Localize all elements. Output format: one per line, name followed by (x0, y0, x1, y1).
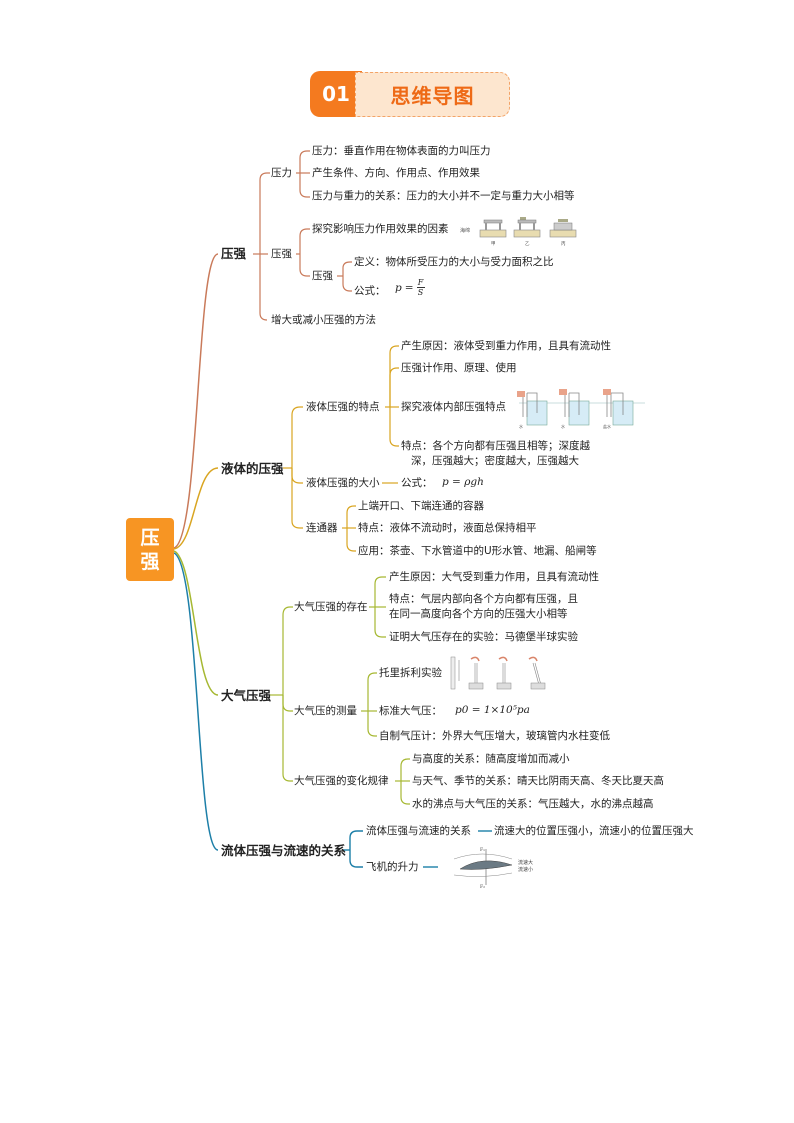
leaf-atmospheric-feature-line1: 特点：气层内部向各个方向都有压强，且 (389, 593, 578, 605)
node-airplane-lift: 飞机的升力 (366, 861, 419, 873)
force-f2-label: F₂ (480, 884, 485, 889)
node-atmospheric-change-rules: 大气压强的变化规律 (294, 775, 389, 787)
section-number-badge: 01 (310, 71, 362, 117)
node-fluid-pressure-speed-relation: 流体压强与流速的关系 (366, 825, 471, 837)
node-liquid-pressure-size: 液体压强的大小 (306, 477, 380, 489)
leaf-force-definition: 压力：垂直作用在物体表面的力叫压力 (312, 145, 491, 157)
formula-equals: = (404, 281, 414, 294)
pic-label-salt-water: 盐水 (603, 423, 611, 429)
standard-atmosphere-formula: p0 = 1×10⁵pa (455, 704, 530, 716)
leaf-force-conditions: 产生条件、方向、作用点、作用效果 (312, 167, 480, 179)
leaf-explore-liquid-pressure: 探究液体内部压强特点 (401, 401, 506, 413)
branch-fluid-pressure-speed: 流体压强与流速的关系 (221, 843, 347, 858)
node-pressure-inner: 压强 (312, 270, 333, 282)
leaf-connector-feature: 特点：液体不流动时，液面总保持相平 (358, 522, 537, 534)
airplane-wing-image: F₁ F₂ 流速大 流速小 (453, 847, 533, 889)
leaf-liquid-formula-label: 公式： (401, 477, 433, 489)
root-node: 压 强 (126, 518, 174, 581)
force-f1-label: F₁ (480, 847, 485, 853)
leaf-magdeburg-experiment: 证明大气压存在的实验：马德堡半球实验 (389, 631, 578, 643)
fraction-bar (416, 287, 425, 288)
branch-liquid-pressure: 液体的压强 (221, 461, 284, 476)
leaf-weather-season-relation: 与天气、季节的关系：晴天比阴雨天高、冬天比夏天高 (412, 775, 664, 787)
leaf-pressure-formula-label: 公式： (354, 285, 386, 297)
pressure-formula: p = F S (395, 278, 425, 297)
node-atmospheric-existence: 大气压强的存在 (294, 601, 368, 613)
branch-pressure: 压强 (221, 246, 247, 261)
leaf-atmospheric-feature-line2: 在同一高度向各个方向的压强大小相等 (389, 608, 568, 620)
leaf-connector-definition: 上端开口、下端连通的容器 (358, 500, 484, 512)
formula-numerator: F (417, 278, 424, 287)
root-label-line1: 压 (140, 526, 160, 549)
pic-label-water-1: 水 (519, 423, 523, 429)
label-yi: 乙 (525, 240, 530, 247)
leaf-boiling-point-relation: 水的沸点与大气压的关系：气压越大，水的沸点越高 (412, 798, 654, 810)
sponge-label: 海绵 (460, 227, 470, 234)
manometer-experiment-image: 水 水 盐水 (517, 389, 645, 429)
liquid-formula: p = ρgh (442, 476, 484, 488)
label-jia: 甲 (491, 241, 496, 247)
node-pressure-force: 压力 (271, 167, 292, 179)
torricelli-experiment-image (450, 656, 546, 690)
leaf-homemade-barometer: 自制气压计：外界大气压增大，玻璃管内水柱变低 (379, 730, 610, 742)
pic-label-water-2: 水 (561, 423, 565, 429)
leaf-torricelli-experiment: 托里拆利实验 (379, 667, 442, 679)
formula-fraction: F S (416, 278, 425, 297)
leaf-explore-pressure-effect: 探究影响压力作用效果的因素 (312, 223, 449, 235)
label-bing: 丙 (561, 241, 566, 247)
fast-flow-label: 流速大 (518, 859, 533, 866)
node-liquid-pressure-features: 液体压强的特点 (306, 401, 380, 413)
leaf-change-pressure-methods: 增大或减小压强的方法 (271, 314, 376, 326)
leaf-atmospheric-cause: 产生原因：大气受到重力作用，且具有流动性 (389, 571, 599, 583)
leaf-standard-atmosphere-label: 标准大气压： (379, 705, 442, 717)
leaf-fluid-relation-value: 流速大的位置压强小，流速小的位置压强大 (494, 825, 694, 837)
formula-p: p (395, 281, 402, 294)
leaf-liquid-features-line2: 深，压强越大；密度越大，压强越大 (411, 455, 579, 467)
node-pressure-sub: 压强 (271, 248, 292, 260)
slow-flow-label: 流速小 (518, 866, 533, 873)
leaf-liquid-cause: 产生原因：液体受到重力作用，且具有流动性 (401, 340, 611, 352)
root-label-line2: 强 (140, 550, 160, 573)
node-connector-vessel: 连通器 (306, 522, 338, 534)
leaf-manometer: 压强计作用、原理、使用 (401, 362, 517, 374)
leaf-connector-application: 应用：茶壶、下水管道中的U形水管、地漏、船闸等 (358, 545, 597, 557)
leaf-force-gravity-relation: 压力与重力的关系：压力的大小并不一定与重力大小相等 (312, 190, 575, 202)
formula-denominator: S (417, 288, 424, 297)
leaf-pressure-definition: 定义：物体所受压力的大小与受力面积之比 (354, 256, 554, 268)
sponge-experiment-image: 海绵 甲 乙 丙 (460, 217, 577, 247)
leaf-altitude-relation: 与高度的关系：随高度增加而减小 (412, 753, 570, 765)
node-atmospheric-measurement: 大气压的测量 (294, 705, 357, 717)
leaf-liquid-features-line1: 特点：各个方向都有压强且相等；深度越 (401, 440, 590, 452)
branch-atmospheric-pressure: 大气压强 (221, 688, 272, 703)
section-title: 思维导图 (355, 72, 510, 117)
